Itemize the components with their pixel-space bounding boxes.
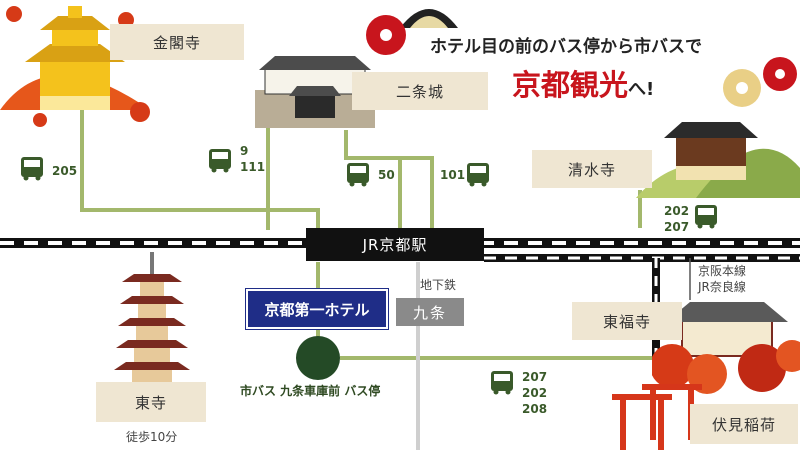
- bus-stop-marker: [296, 336, 340, 380]
- place-label-tofukuji: 東福寺: [572, 302, 682, 340]
- rail-line-jr-nara: JR奈良線: [698, 280, 746, 294]
- place-label-toji: 東寺: [96, 382, 206, 422]
- hotel-label: 京都第一ホテル: [246, 289, 388, 329]
- kyoto-station-label: JR京都駅: [306, 228, 484, 261]
- subway-label: 地下鉄: [420, 278, 457, 292]
- bus-route-number: 101: [440, 168, 466, 182]
- bus-route-number: 202: [664, 204, 690, 218]
- bus-route-number: 9: [240, 144, 249, 158]
- bus-route-number: 205: [52, 164, 78, 178]
- place-label-fushimi: 伏見稲荷: [690, 404, 798, 444]
- bus-icon: [467, 163, 489, 187]
- bus-route-number: 208: [522, 402, 548, 416]
- kinkakuji-illustration: [0, 6, 150, 127]
- header-line1: ホテル目の前のバス停から市バスで: [430, 37, 702, 57]
- keihan-railway: [484, 254, 800, 262]
- place-label-nijojo: 二条城: [352, 72, 488, 110]
- plum-flower-icon: [366, 15, 406, 55]
- place-label-kiyomizu: 清水寺: [532, 150, 652, 188]
- walk-time-label: 徒歩10分: [126, 430, 178, 444]
- bus-route-number: 207: [522, 370, 548, 384]
- subway-station-kujo: 九条: [396, 298, 464, 326]
- bus-route-number: 111: [240, 160, 266, 174]
- header-line2: 京都観光へ!: [512, 62, 654, 104]
- bus-icon: [21, 157, 43, 181]
- tofukuji-illustration: [652, 302, 800, 394]
- rail-line-keihan: 京阪本線: [698, 264, 747, 278]
- bus-icon: [347, 163, 369, 187]
- toji-illustration: [114, 252, 190, 386]
- pine-crest-icon: [400, 9, 458, 28]
- plum-flower-icon: [763, 57, 797, 91]
- bus-route-number: 50: [378, 168, 395, 182]
- kiyomizu-illustration: [636, 122, 800, 198]
- bus-route-number: 207: [664, 220, 690, 234]
- header-line2-suffix: へ!: [628, 79, 655, 100]
- bus-stop-label: 市バス 九条車庫前 バス停: [240, 384, 381, 398]
- bus-icon: [491, 371, 513, 395]
- bus-icon: [209, 149, 231, 173]
- bus-icon: [695, 205, 717, 229]
- bus-route-number: 202: [522, 386, 548, 400]
- place-label-kinkakuji: 金閣寺: [110, 24, 244, 60]
- plum-flower-icon: [723, 69, 761, 107]
- header-line2-main: 京都観光: [512, 68, 629, 102]
